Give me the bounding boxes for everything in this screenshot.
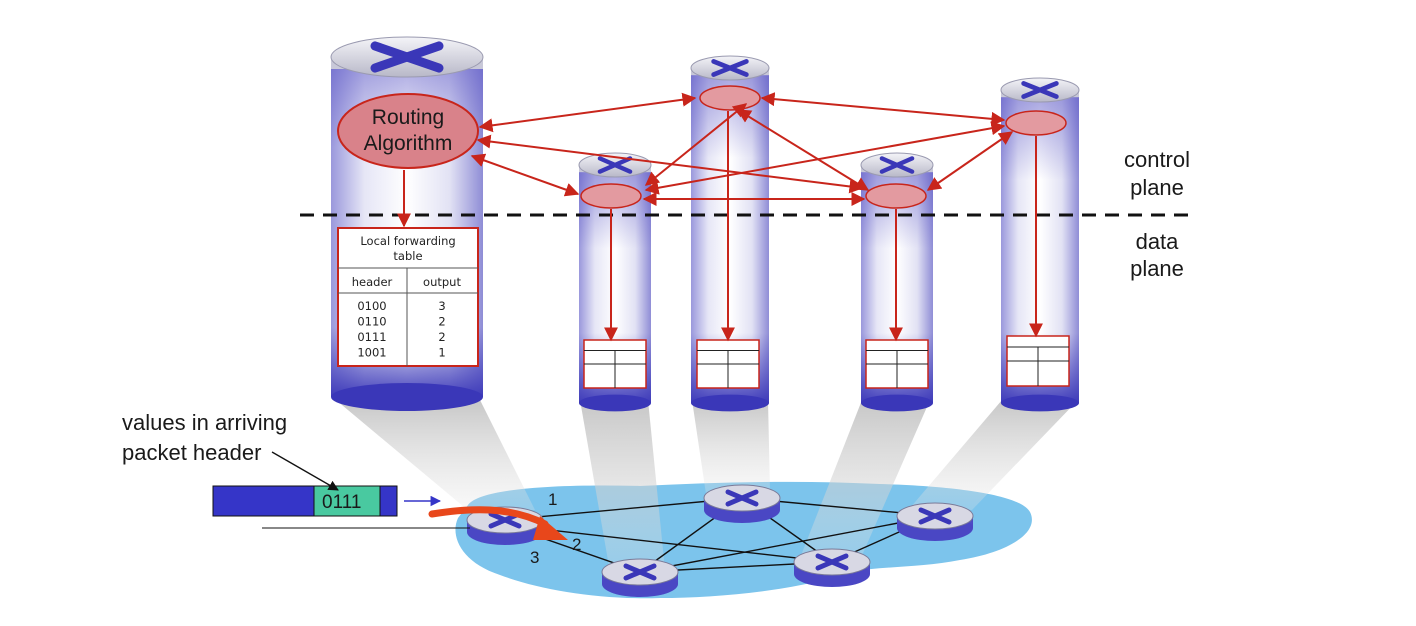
forwarding-table-col-header: header <box>352 275 393 289</box>
flow-table-icon <box>1006 335 1070 387</box>
local-forwarding-table: Local forwarding table header output 010… <box>337 227 479 367</box>
arriving-header-label-line1: values in arriving <box>122 410 287 435</box>
forwarding-table-header-cell: 0100 <box>357 299 386 313</box>
callout-line <box>271 451 339 491</box>
arriving-packet: 0111 <box>212 485 470 529</box>
router-x-icon <box>725 489 759 507</box>
router-x-icon <box>711 59 749 77</box>
forwarding-table-output-cell: 1 <box>438 346 445 360</box>
routing-algorithm-ellipse <box>337 93 479 169</box>
router-x-icon <box>1021 81 1059 99</box>
data-plane-label-line1: data <box>1136 229 1180 254</box>
data-plane-label-line2: plane <box>1130 256 1184 281</box>
control-messages <box>470 92 1014 206</box>
flow-table-icon <box>696 339 760 389</box>
network-router-4 <box>793 548 871 587</box>
beam-router-2 <box>580 400 665 572</box>
beam-router-1 <box>336 400 535 512</box>
control-agent-2 <box>699 85 761 111</box>
control-agent-3 <box>865 183 927 209</box>
forwarding-table-header-cell: 0111 <box>357 330 386 344</box>
router-x-icon <box>623 563 657 581</box>
forwarding-table-frame <box>337 227 479 367</box>
forwarding-table-rows: 0100 3 0110 2 0111 2 1001 1 <box>357 299 445 360</box>
table-install-arrows <box>397 111 1043 342</box>
network-router-3 <box>703 484 781 523</box>
forwarding-table-header-cell: 1001 <box>357 346 386 360</box>
network-router-5 <box>896 502 974 541</box>
control-agent-4 <box>1005 110 1067 136</box>
router-x-icon <box>918 507 952 525</box>
forwarding-table-output-cell: 2 <box>438 330 445 344</box>
forwarding-table-output-cell: 2 <box>438 315 445 329</box>
router-x-icon <box>815 553 849 571</box>
control-plane-label-line2: plane <box>1130 175 1184 200</box>
forwarding-table-col-output: output <box>423 275 461 289</box>
beam-router-3 <box>692 400 770 494</box>
router-x-icon <box>370 41 444 73</box>
packet-header-field <box>313 485 381 517</box>
network-routers <box>466 484 974 597</box>
routing-algorithm-line1: Routing <box>372 106 444 129</box>
flow-table-icon <box>583 339 647 389</box>
beam-router-5 <box>910 400 1078 510</box>
projection-beams <box>336 400 1078 572</box>
packet-header-value: 0111 <box>322 492 361 513</box>
network-router-2 <box>601 558 679 597</box>
flow-table-icon <box>865 339 929 389</box>
control-plane-label-line1: control <box>1124 147 1190 172</box>
network-router-1 <box>466 506 544 545</box>
forwarding-table-output-cell: 3 <box>438 299 445 313</box>
beam-router-4 <box>800 400 930 560</box>
forwarding-path-arrow <box>428 506 568 540</box>
control-agent-1 <box>580 183 642 209</box>
arriving-header-label-line2: packet header <box>122 440 261 465</box>
port-label-1: 1 <box>548 490 557 509</box>
forwarding-table-title-line2: table <box>393 249 422 263</box>
forwarding-table-header-cell: 0110 <box>357 315 386 329</box>
routing-algorithm-line2: Algorithm <box>364 132 453 155</box>
port-label-3: 3 <box>530 548 539 567</box>
port-label-2: 2 <box>572 535 581 554</box>
forwarding-table-title-line1: Local forwarding <box>360 234 455 248</box>
routing-algorithm-module: Routing Algorithm <box>337 93 479 169</box>
